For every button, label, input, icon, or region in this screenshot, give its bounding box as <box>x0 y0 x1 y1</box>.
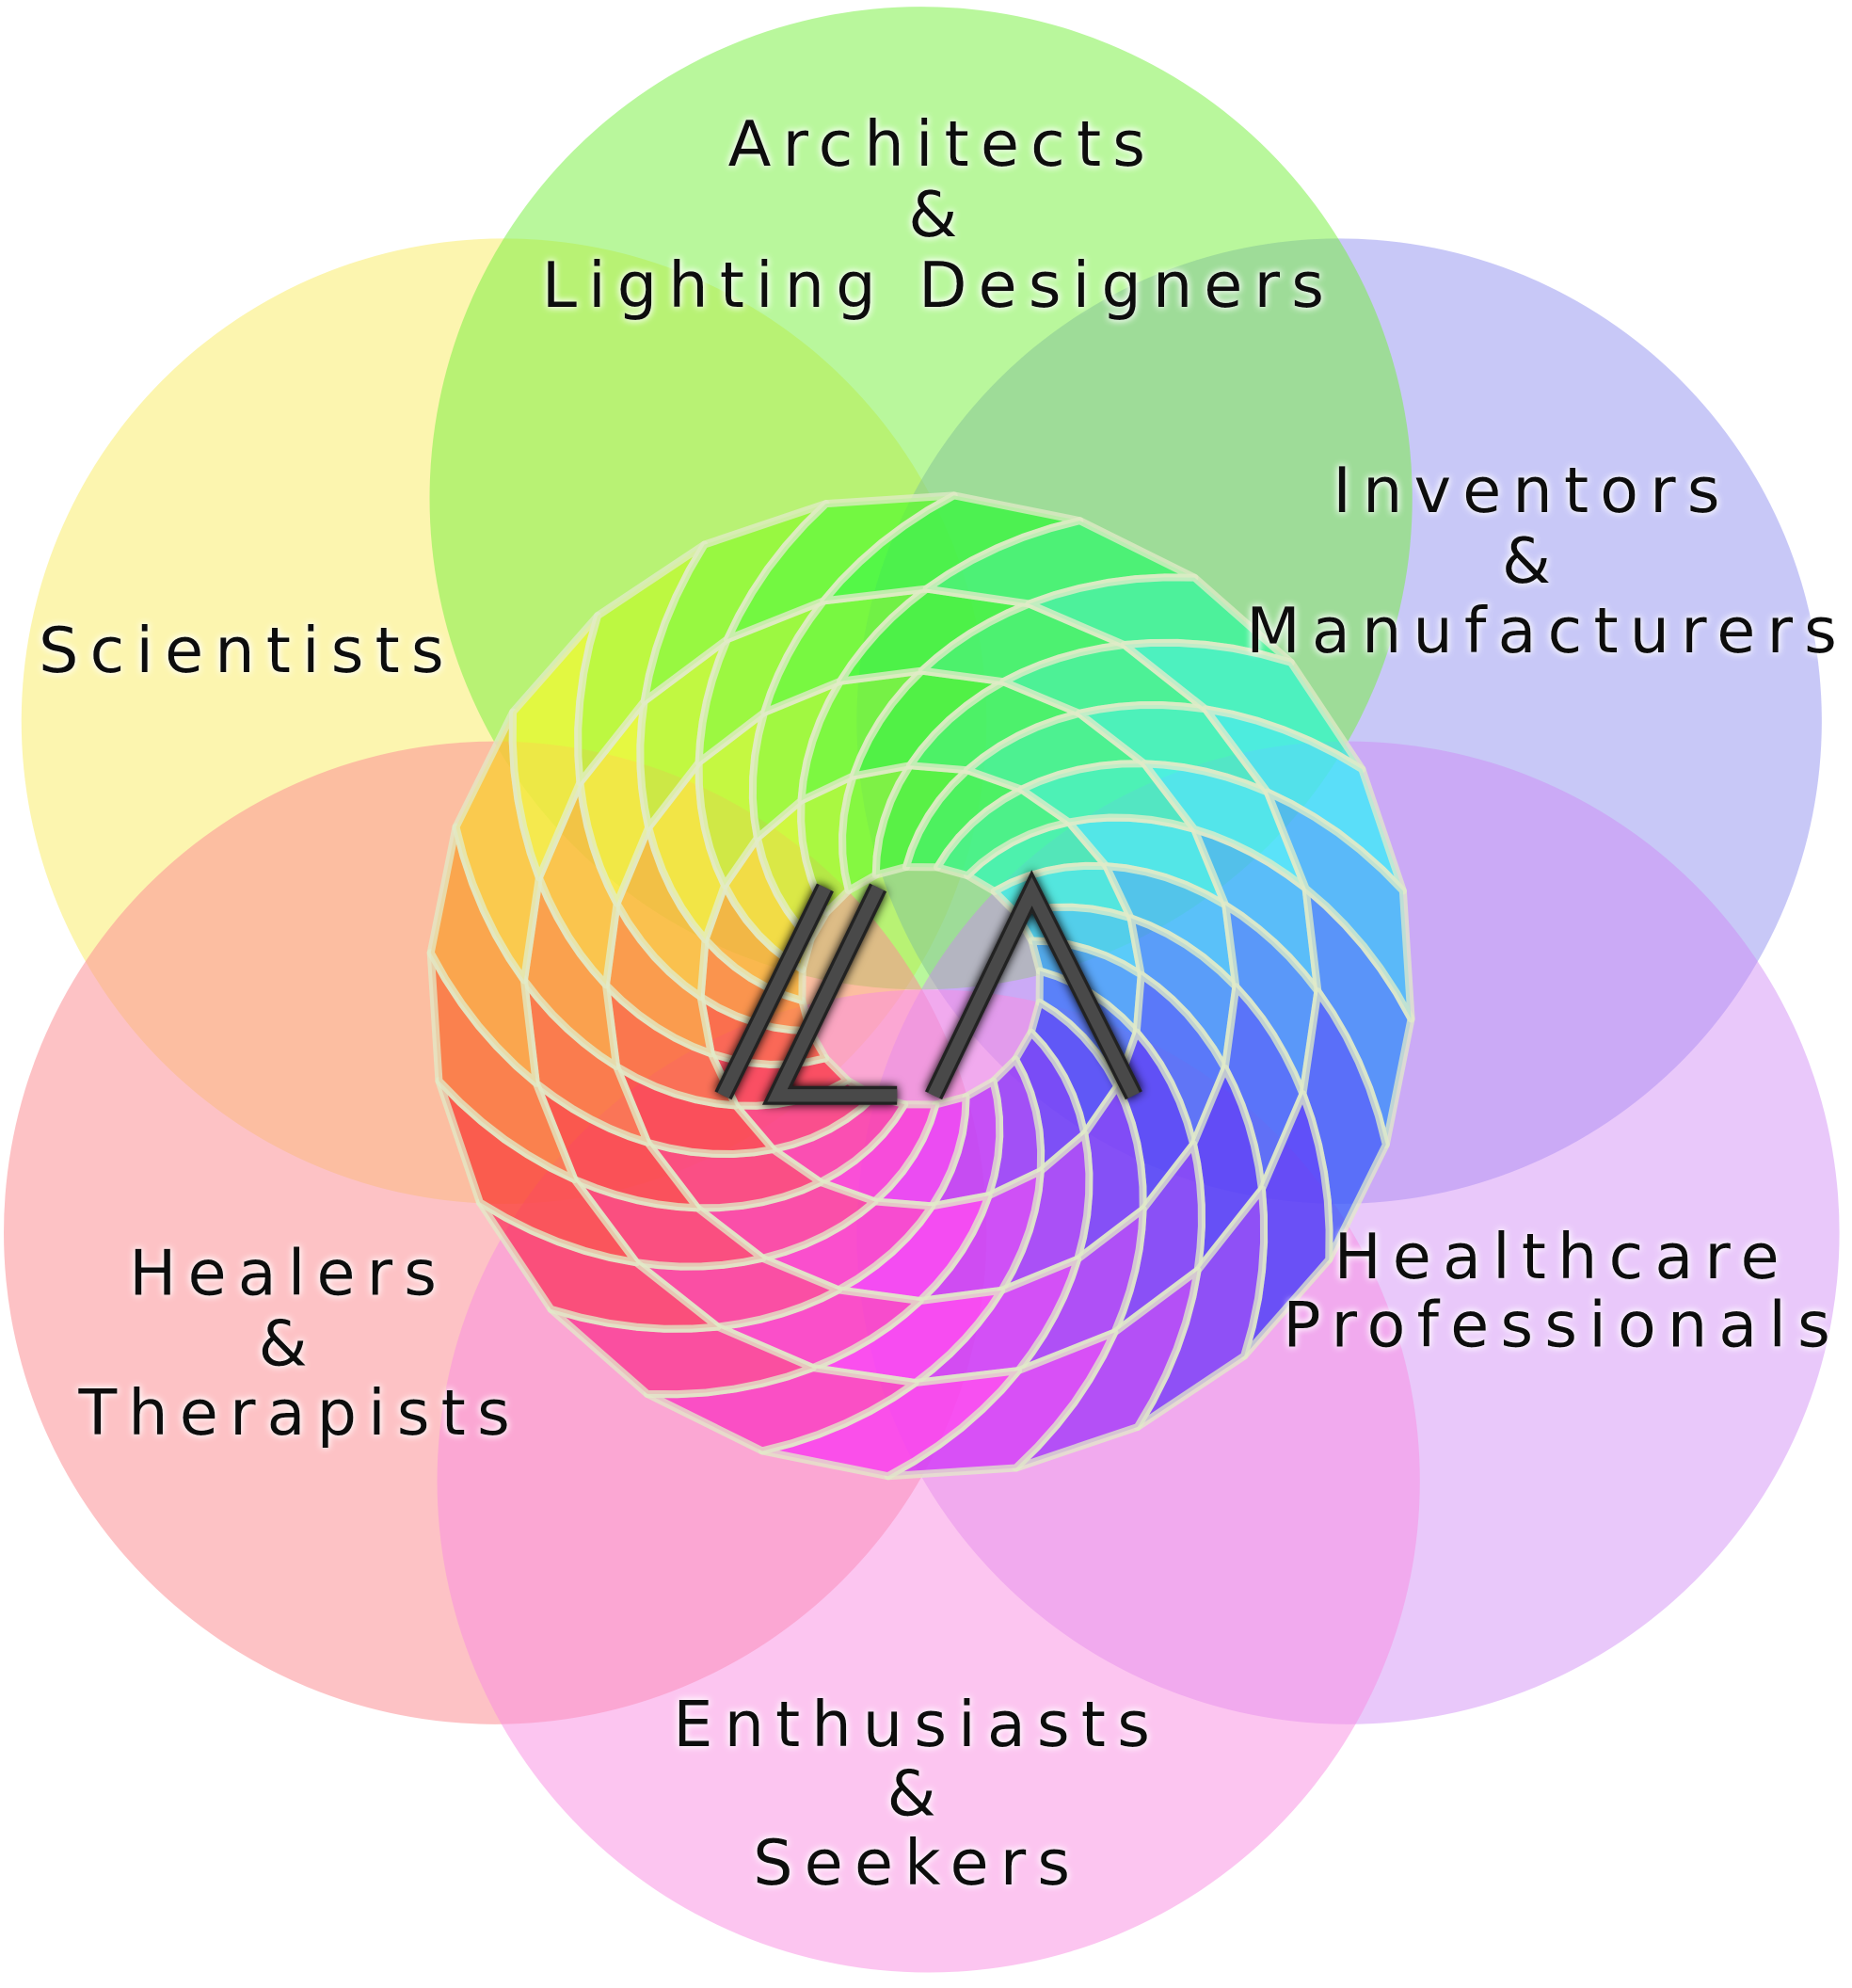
label-architects: Architects <box>728 107 1157 181</box>
label-therapists: Therapists <box>77 1376 521 1450</box>
label-professionals: Professionals <box>1283 1288 1842 1361</box>
label-enthusiasts-amp: & <box>887 1756 948 1830</box>
label-architects-amp: & <box>908 178 968 251</box>
label-inventors-amp: & <box>1502 524 1562 598</box>
label-lighting-designers: Lighting Designers <box>542 248 1335 322</box>
ila-logo <box>714 870 1142 1105</box>
label-enthusiasts: Enthusiasts <box>673 1688 1161 1761</box>
label-seekers: Seekers <box>753 1826 1081 1900</box>
group-labels: Architects & Lighting Designers Scientis… <box>39 107 1848 1900</box>
label-manufacturers: Manufacturers <box>1246 594 1848 667</box>
label-scientists: Scientists <box>39 614 455 687</box>
label-healthcare: Healthcare <box>1333 1220 1790 1293</box>
label-healers: Healers <box>129 1237 448 1310</box>
label-inventors: Inventors <box>1333 454 1731 527</box>
label-healers-amp: & <box>258 1307 318 1381</box>
rosette-cell <box>1263 788 1415 1023</box>
